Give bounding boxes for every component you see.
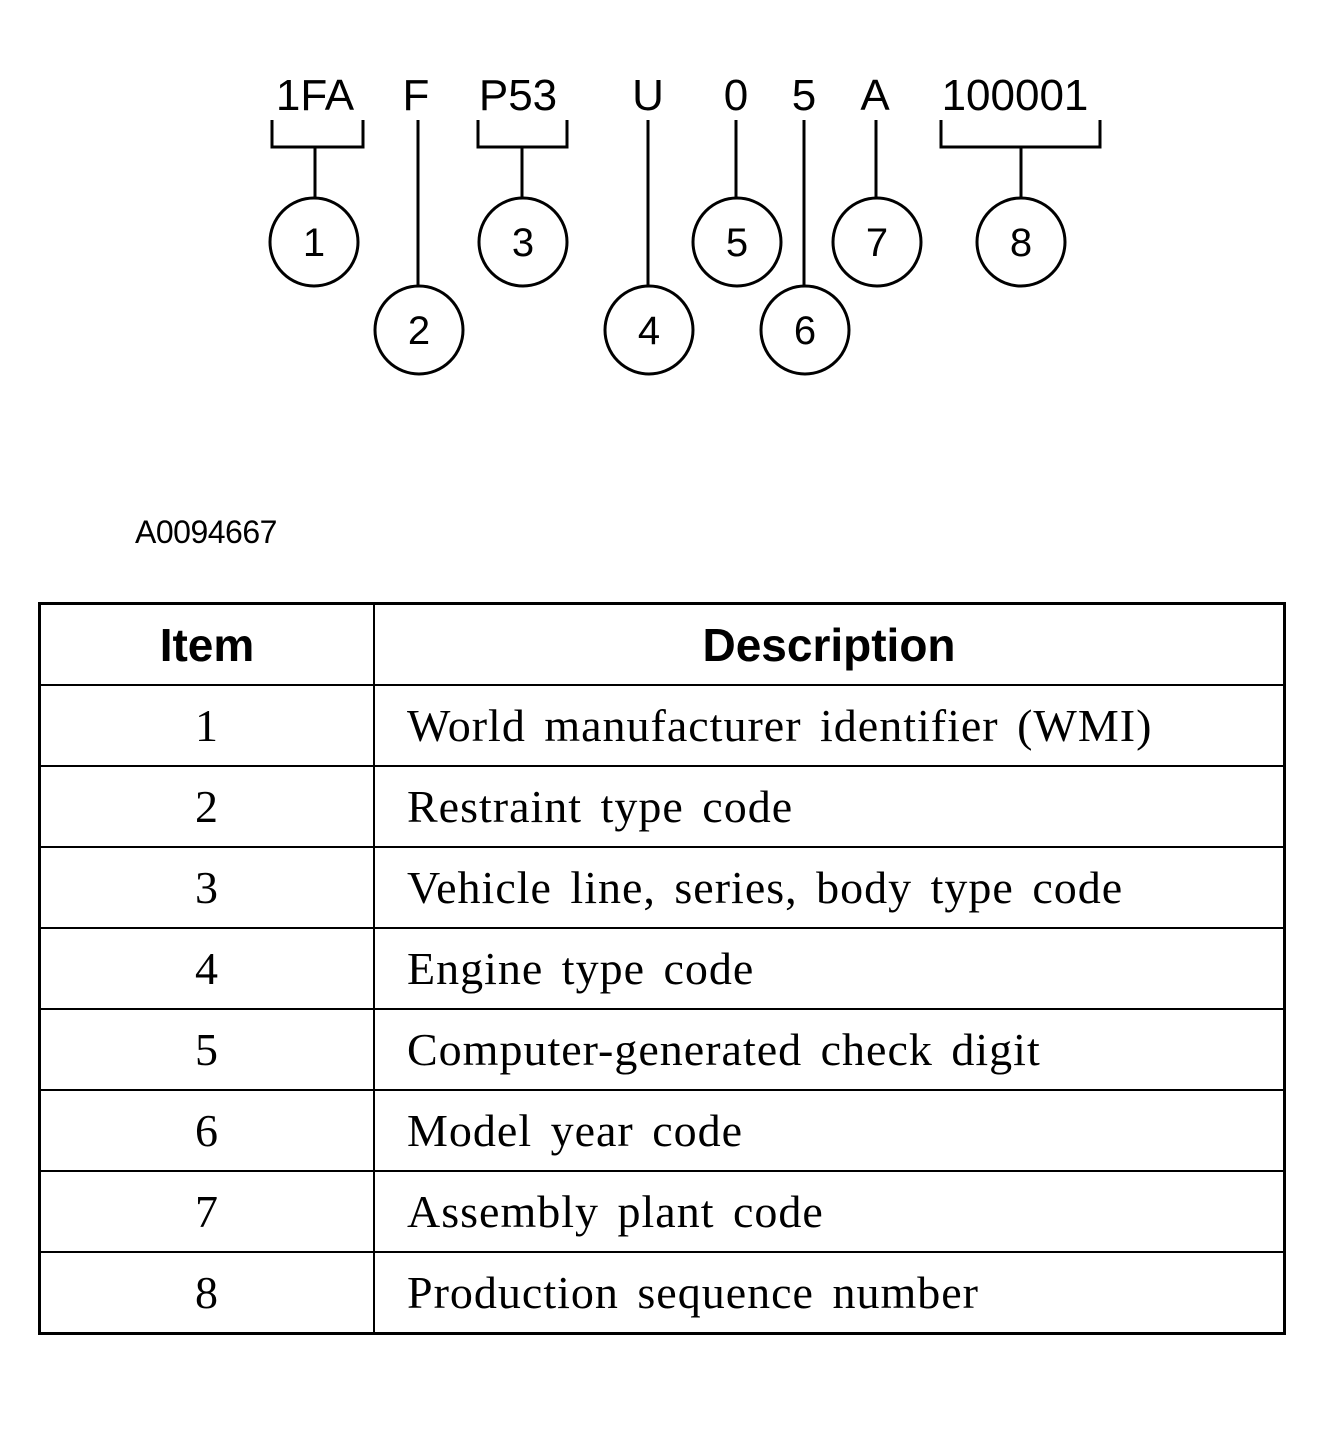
- callout-6: 6: [759, 284, 851, 376]
- callout-8-label: 8: [1010, 221, 1032, 265]
- row-description: Model year code: [373, 1089, 1286, 1172]
- table-row: 8 Production sequence number: [38, 1251, 1286, 1335]
- row-description: Engine type code: [373, 927, 1286, 1010]
- row-item: 3: [38, 846, 375, 929]
- callout-3-label: 3: [512, 221, 534, 265]
- row-item: 6: [38, 1089, 375, 1172]
- callout-1-label: 1: [303, 221, 325, 265]
- legend-table: Item Description 1 World manufacturer id…: [38, 602, 1286, 1335]
- row-item: 2: [38, 765, 375, 848]
- callout-6-label: 6: [794, 309, 816, 353]
- row-description: Production sequence number: [373, 1251, 1286, 1335]
- callout-5: 5: [691, 196, 783, 288]
- vin-diagram: 1FA F P53 U 0 5 A 100001 1 2 3 4 5: [268, 71, 1102, 376]
- vin-segments: 1FA F P53 U 0 5 A 100001: [276, 71, 1089, 120]
- table-row: 1 World manufacturer identifier (WMI): [38, 684, 1286, 767]
- callout-4-label: 4: [638, 309, 660, 353]
- legend-table-body: 1 World manufacturer identifier (WMI) 2 …: [38, 684, 1286, 1335]
- row-item: 4: [38, 927, 375, 1010]
- header-item: Item: [38, 602, 375, 686]
- figure-reference-id: A0094667: [135, 514, 277, 550]
- vin-segment-engine: U: [632, 71, 664, 120]
- callout-7: 7: [831, 196, 923, 288]
- vin-segment-check-digit: 0: [724, 71, 748, 120]
- callout-2: 2: [373, 284, 465, 376]
- vin-connector-lines: [270, 120, 1102, 288]
- vin-segment-plant: A: [860, 71, 890, 120]
- row-description: Assembly plant code: [373, 1170, 1286, 1253]
- vin-segment-sequence: 100001: [942, 71, 1089, 120]
- table-row: 3 Vehicle line, series, body type code: [38, 846, 1286, 929]
- row-description: World manufacturer identifier (WMI): [373, 684, 1286, 767]
- callout-2-label: 2: [408, 309, 430, 353]
- row-item: 1: [38, 684, 375, 767]
- row-description: Restraint type code: [373, 765, 1286, 848]
- table-row: 4 Engine type code: [38, 927, 1286, 1010]
- header-description: Description: [373, 602, 1286, 686]
- callout-5-label: 5: [726, 221, 748, 265]
- table-row: 7 Assembly plant code: [38, 1170, 1286, 1253]
- row-item: 7: [38, 1170, 375, 1253]
- row-item: 5: [38, 1008, 375, 1091]
- row-description: Computer-generated check digit: [373, 1008, 1286, 1091]
- callouts: 1 2 3 4 5 6 7 8: [268, 196, 1067, 376]
- callout-7-label: 7: [866, 221, 888, 265]
- vin-segment-vehicle-line: P53: [479, 71, 557, 120]
- legend-header-row: Item Description: [38, 602, 1286, 686]
- row-item: 8: [38, 1251, 375, 1335]
- callout-8: 8: [975, 196, 1067, 288]
- table-row: 2 Restraint type code: [38, 765, 1286, 848]
- callout-1: 1: [268, 196, 360, 288]
- callout-4: 4: [603, 284, 695, 376]
- callout-3: 3: [477, 196, 569, 288]
- table-row: 5 Computer-generated check digit: [38, 1008, 1286, 1091]
- table-row: 6 Model year code: [38, 1089, 1286, 1172]
- vin-segment-wmi: 1FA: [276, 71, 355, 120]
- row-description: Vehicle line, series, body type code: [373, 846, 1286, 929]
- vin-segment-model-year: 5: [792, 71, 816, 120]
- vin-segment-restraint: F: [403, 71, 430, 120]
- legend-table-head: Item Description: [38, 602, 1286, 686]
